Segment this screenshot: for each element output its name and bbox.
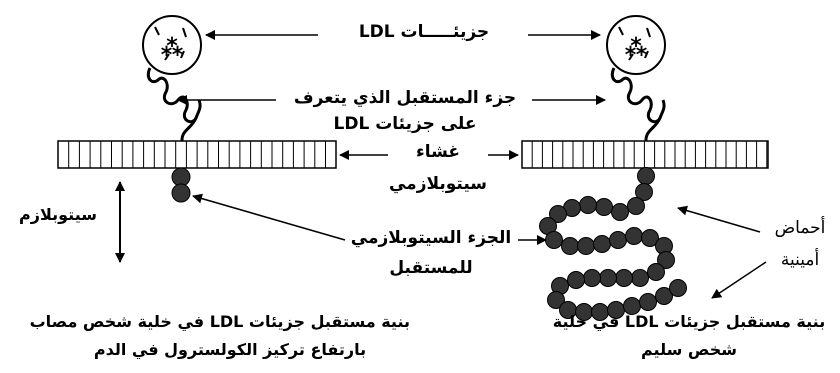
- label-cytoplasmic-part-line1: الجزء السيتوبلازمي: [350, 228, 512, 248]
- receptor-stem-right: [644, 117, 662, 168]
- ldl-particle-left: ⁂: [142, 15, 202, 75]
- amino-acid-bead: [627, 197, 645, 215]
- svg-text:⁂: ⁂: [161, 36, 184, 61]
- amino-acid-bead: [615, 269, 633, 287]
- cytoplasmic-tail-right: [539, 167, 687, 321]
- amino-acid-bead: [625, 227, 643, 245]
- amino-acid-bead: [593, 235, 611, 253]
- caption-left-line1: بنية مستقبل جزيئات LDL في خلية شخص مصاب: [29, 312, 410, 331]
- arrow-cytoplasmic-left: [192, 193, 346, 241]
- amino-acid-bead: [635, 183, 653, 201]
- arrow-amino-lower: [711, 261, 767, 299]
- membrane-right: [521, 140, 769, 169]
- label-receptor-part-line2: على جزيئات LDL: [333, 114, 477, 134]
- cytoplasmic-tail-left: [171, 167, 191, 203]
- amino-acid-bead: [657, 251, 675, 269]
- arrow-amino-upper: [677, 205, 761, 233]
- amino-acid-bead: [637, 167, 655, 185]
- amino-acid-bead: [595, 198, 613, 216]
- amino-acid-bead: [609, 231, 627, 249]
- receptor-stem-left: [180, 117, 198, 168]
- amino-acid-bead: [655, 287, 673, 305]
- amino-acid-bead: [631, 269, 649, 287]
- svg-text:⁂: ⁂: [625, 36, 648, 61]
- label-amino-acids-line2: أمينية: [780, 250, 820, 270]
- caption-right-line2: شخص سليم: [640, 340, 737, 359]
- amino-acid-bead: [579, 196, 597, 214]
- amino-acid-bead: [639, 293, 657, 311]
- label-cytoplasmic-part-line2: للمستقبل: [389, 258, 473, 278]
- caption-left-line2: بارتفاع تركيز الكولسترول في الدم: [93, 340, 367, 359]
- amino-acid-bead: [583, 269, 601, 287]
- receptor-binding-domain-right: [610, 67, 666, 124]
- amino-acid-bead: [567, 271, 585, 289]
- amino-acid-bead: [641, 229, 659, 247]
- label-cytoplasm: سيتوبلازم: [19, 205, 97, 224]
- label-ldl-molecules: جزيئـــــات LDL: [358, 22, 490, 42]
- amino-acid-bead: [547, 291, 565, 309]
- amino-acid-bead: [561, 237, 579, 255]
- amino-acid-bead: [577, 237, 595, 255]
- label-membrane-line2: سيتوبلازمي: [388, 174, 488, 194]
- ldl-particle-right: ⁂: [606, 15, 666, 75]
- amino-acid-bead: [545, 231, 563, 249]
- amino-acid-bead: [599, 269, 617, 287]
- membrane-left: [57, 140, 337, 169]
- receptor-binding-domain-left: [146, 67, 202, 124]
- label-amino-acids-line1: أحماض: [774, 218, 826, 238]
- amino-acid-bead: [549, 205, 567, 223]
- label-membrane-line1: غشاء: [416, 142, 460, 162]
- amino-acid-bead: [647, 263, 665, 281]
- label-receptor-part-line1: جزء المستقبل الذي يتعرف: [293, 88, 517, 108]
- caption-right-line1: بنية مستقبل جزيئات LDL في خلية: [552, 312, 826, 331]
- amino-acid-bead: [611, 203, 629, 221]
- amino-acid-bead: [669, 279, 687, 297]
